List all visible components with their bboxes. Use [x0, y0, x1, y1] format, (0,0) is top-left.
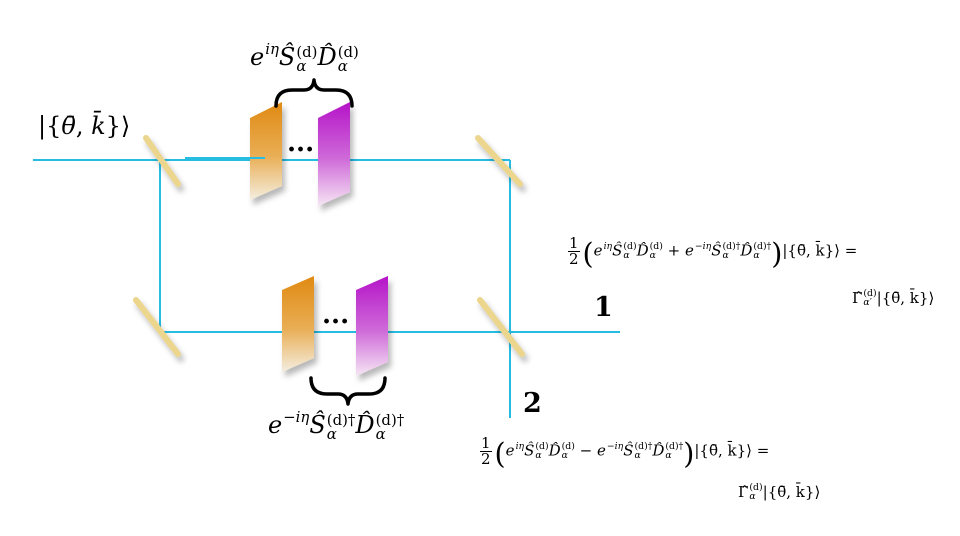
top-arm-plates [250, 102, 350, 206]
bottom-left-mirror [133, 297, 181, 357]
input-state-label: |{θ̄, k̄}⟩ [38, 114, 130, 138]
bottom-op-s: Ŝ [309, 411, 326, 440]
input-state-close: }⟩ [105, 112, 131, 140]
bottom-op-d-scripts: (d)†α [375, 410, 405, 443]
top-op-s: Ŝ [278, 43, 296, 72]
bottom-ellipsis: ... [322, 300, 350, 330]
top-ellipsis: ... [287, 128, 315, 158]
input-state-theta: θ̄ [61, 112, 76, 140]
output-beam-splitter [477, 297, 525, 357]
output-port-1: 1 [594, 292, 613, 323]
top-magenta-plate [318, 102, 350, 206]
bottom-op-d: D̂ [355, 411, 375, 440]
top-orange-plate [250, 102, 282, 200]
bottom-op-exp: −iη [283, 408, 310, 426]
top-op-exp: iη [265, 40, 279, 58]
bottom-arm-plates [282, 276, 388, 376]
output-2-result: Γ̂(d)α|{θ̄, k̄}⟩ [738, 482, 821, 502]
input-state-k: k̄ [91, 112, 106, 140]
input-beam-splitter [143, 135, 181, 187]
top-brace [274, 78, 354, 108]
top-op-s-scripts: (d)α [296, 42, 318, 75]
input-state-open: |{ [38, 112, 62, 140]
top-op-d: D̂ [317, 43, 337, 72]
top-op-d-scripts: (d)α [337, 42, 359, 75]
output-port-2: 2 [523, 388, 542, 419]
top-right-mirror [475, 135, 523, 187]
bottom-op-e: e [268, 411, 283, 440]
braces [274, 78, 387, 406]
bottom-brace [309, 376, 387, 406]
mirrors [133, 135, 525, 357]
bottom-orange-plate [282, 276, 314, 372]
top-op-e: e [250, 43, 265, 72]
bottom-magenta-plate [356, 276, 388, 376]
output-1-result: Γ̂(d)α′|{θ̄, k̄}⟩ [852, 288, 935, 308]
bottom-op-s-scripts: (d)†α [326, 410, 356, 443]
input-state-sep: , [75, 112, 92, 140]
